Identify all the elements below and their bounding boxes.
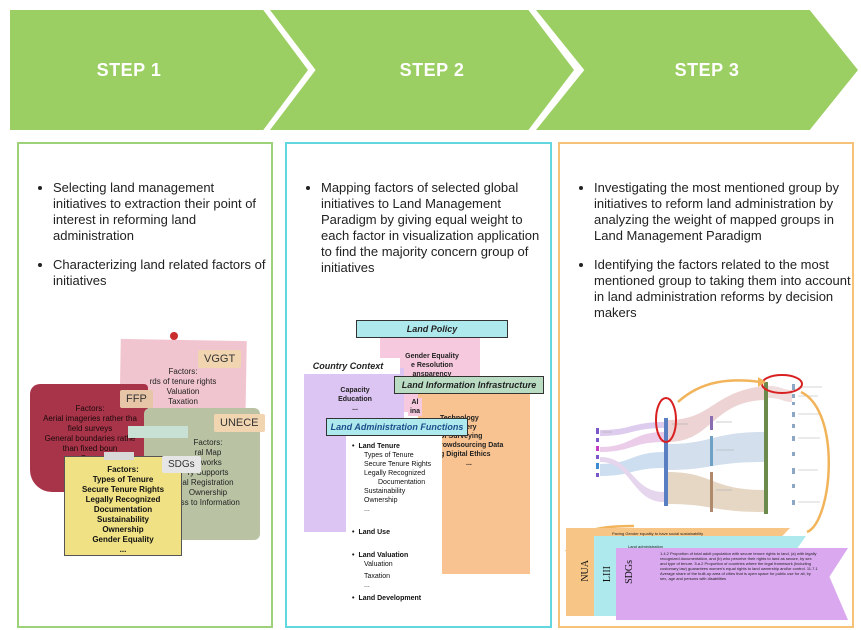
sdgs-tag: SDGs xyxy=(162,456,201,473)
lii-ribbon: Land Information Infrastructure xyxy=(394,376,544,394)
step-1-bullets: Selecting land management initiatives to… xyxy=(19,180,271,289)
sankey-mid-nodes xyxy=(664,382,768,514)
function-title: Land Use xyxy=(358,528,442,537)
step-3-arrow: STEP 3 xyxy=(536,10,858,130)
function-title: Land Valuation xyxy=(358,551,442,560)
step-2-bullet: Mapping factors of selected global initi… xyxy=(321,180,550,276)
sdgs-tag-tab xyxy=(104,452,134,460)
orange-arrows xyxy=(677,379,830,534)
glii-label: LIII xyxy=(602,566,613,583)
sankey-flows xyxy=(600,386,792,512)
step-1-bullet: Characterizing land related factors of i… xyxy=(53,257,271,289)
function-title: Land Development xyxy=(358,594,442,603)
country-context-ribbon: Country Context xyxy=(296,358,400,374)
step-2-bullets: Mapping factors of selected global initi… xyxy=(287,180,550,276)
step-3-bullets: Investigating the most mentioned group b… xyxy=(560,180,852,321)
sdgs-banner: 1.4.2 Proportion of total adult populati… xyxy=(616,548,848,620)
step-1-arrow: STEP 1 xyxy=(10,10,308,130)
step-2-label: STEP 2 xyxy=(399,59,465,80)
unece-note-band xyxy=(128,426,188,438)
step-3-label: STEP 3 xyxy=(674,59,740,80)
ffp-tag: FFP xyxy=(120,390,153,408)
step-2-arrow: STEP 2 xyxy=(270,10,574,130)
step-1-bullet: Selecting land management initiatives to… xyxy=(53,180,271,244)
nua-banner-text: Paving Gender equality to have social su… xyxy=(612,531,704,536)
pin-icon xyxy=(170,332,178,340)
sankey-diagram xyxy=(596,374,830,534)
vggt-tag: VGGT xyxy=(198,350,242,368)
sankey-left-nodes xyxy=(596,428,599,477)
laf-ribbon: Land Administration Functions xyxy=(326,418,468,436)
nua-label: NUA xyxy=(580,560,591,582)
sdgs-label: SDGs xyxy=(624,560,635,584)
functions-list: Land Tenure Types of Tenure Secure Tenur… xyxy=(346,430,442,608)
unece-tag: UNECE xyxy=(214,414,265,432)
step-1-label: STEP 1 xyxy=(96,59,162,80)
land-policy-ribbon: Land Policy xyxy=(356,320,508,338)
sankey-right-nodes xyxy=(792,384,795,505)
function-title: Land Tenure xyxy=(358,442,442,451)
step-3-bullet: Identifying the factors related to the m… xyxy=(594,257,852,321)
arrow-head-icon xyxy=(758,377,766,387)
glii-banner-text: Land administration xyxy=(628,544,663,549)
sdgs-banner-text: 1.4.2 Proportion of total adult populati… xyxy=(660,551,818,581)
sankey-label-lines xyxy=(602,386,822,503)
step-3-bullet: Investigating the most mentioned group b… xyxy=(594,180,852,244)
